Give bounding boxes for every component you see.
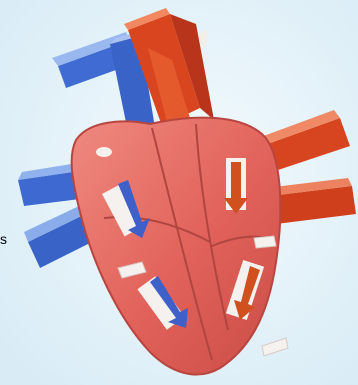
flow-arrow-red-upper-right <box>224 158 248 214</box>
vessel-opening <box>96 147 112 157</box>
edge-label: s <box>0 232 7 246</box>
